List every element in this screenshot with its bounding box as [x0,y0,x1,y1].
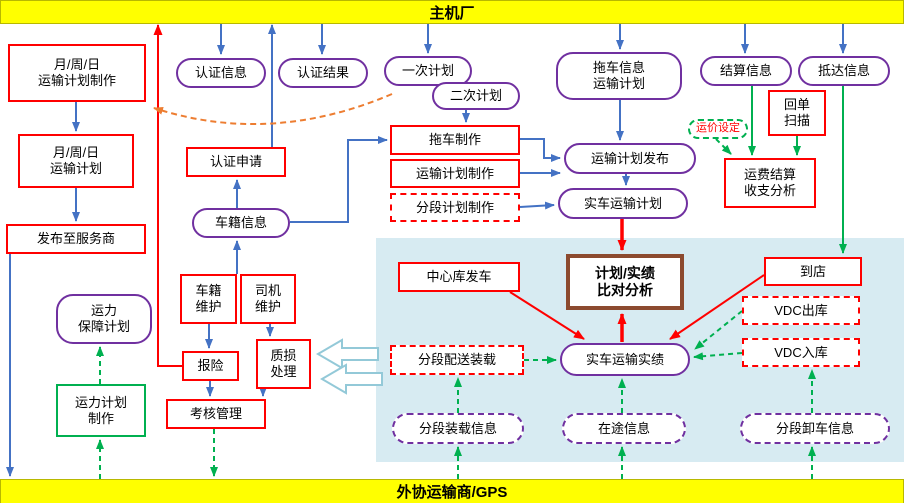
green-connectors [748,86,847,254]
top-bar-oem: 主机厂 [0,0,904,24]
node-monthly-transport-plan: 月/周/日 运输计划 [18,134,134,188]
node-cert-info: 认证信息 [176,58,266,88]
blue-connectors [6,22,847,477]
red-connectors [153,24,765,367]
arrow-arrive-store-to-real-actual [669,274,765,340]
node-freight-settlement-analysis: 运费结算 收支分析 [724,158,816,208]
node-segment-unloading-info: 分段卸车信息 [740,413,890,444]
arrow-price-set-to-freight-settle [715,138,732,155]
node-center-warehouse-departure: 中心库发车 [398,262,520,292]
node-assessment-management: 考核管理 [166,399,266,429]
hollow-left-arrow-icon [320,363,383,395]
node-real-transport-actual: 实车运输实绩 [560,343,690,376]
node-vdc-outbound: VDC出库 [742,296,860,325]
node-segment-plan-making: 分段计划制作 [390,193,520,222]
arrow-first-plan-feedback-to-monthly-make [153,93,393,126]
node-damage-handling: 质损 处理 [256,339,311,389]
arrow-vehicle-info-to-trailer-make [290,136,388,223]
node-cert-apply: 认证申请 [186,147,286,177]
bottom-bar-carrier-gps: 外协运输商/GPS [0,479,904,503]
node-second-plan: 二次计划 [432,82,520,110]
node-arrive-store: 到店 [764,257,862,286]
node-driver-maintenance: 司机 维护 [240,274,296,324]
node-transport-plan-making: 运输计划制作 [390,159,520,188]
node-transport-plan-publish: 运输计划发布 [564,143,696,174]
node-receipt-scan: 回单 扫描 [768,90,826,136]
node-report-insurance: 报险 [182,351,239,381]
node-price-setting: 运价设定 [688,119,748,139]
arrow-vdc-in-to-real-actual [693,352,743,361]
node-monthly-plan-making: 月/周/日 运输计划制作 [8,44,146,102]
node-segment-delivery-loading: 分段配送装载 [390,345,524,375]
arrow-center-depart-to-real-actual [509,291,585,340]
node-vehicle-registry-info: 车籍信息 [192,208,290,238]
node-settlement-info: 结算信息 [700,56,792,86]
node-arrival-info: 抵达信息 [798,56,890,86]
node-capacity-plan-making: 运力计划 制作 [56,384,146,437]
node-real-transport-plan: 实车运输计划 [558,188,688,219]
node-cert-result: 认证结果 [278,58,368,88]
node-publish-to-provider: 发布至服务商 [6,224,146,254]
arrow-report-insurance-to-oem [153,24,182,367]
node-plan-actual-compare-analysis: 计划/实绩 比对分析 [566,254,684,310]
node-segment-loading-info: 分段装载信息 [392,413,524,444]
node-vehicle-maintenance: 车籍 维护 [180,274,237,324]
node-capacity-guarantee-plan: 运力 保障计划 [56,294,152,344]
node-trailer-making: 拖车制作 [390,125,520,155]
arrow-trailer-make-to-plan-publish [520,138,561,162]
green-dashed-connectors [96,138,816,479]
arrow-segment-plan-to-real-plan [519,201,555,210]
arrow-vdc-out-to-real-actual [694,310,743,350]
node-trailer-info-transport-plan: 拖车信息 运输计划 [556,52,682,100]
node-in-transit-info: 在途信息 [562,413,686,444]
hollow-left-arrow-icon [316,338,379,370]
node-first-plan: 一次计划 [384,56,472,86]
node-vdc-inbound: VDC入库 [742,338,860,367]
